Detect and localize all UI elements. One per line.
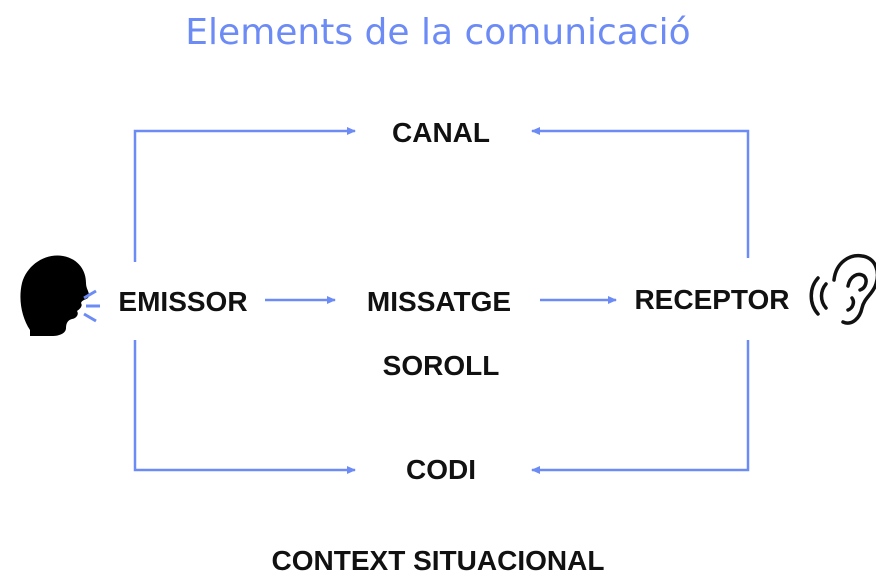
arrow-emissor-canal (133, 127, 356, 262)
arrow-receptor-codi (531, 340, 750, 474)
context-label: CONTEXT SITUACIONAL (271, 545, 605, 576)
node-missatge: MISSATGE (366, 286, 512, 317)
node-codi: CODI (406, 454, 476, 485)
arrow-receptor-canal (531, 127, 750, 258)
node-soroll: SOROLL (382, 350, 500, 381)
node-receptor: RECEPTOR (634, 284, 790, 315)
arrow-emissor-codi (133, 340, 356, 474)
node-emissor: EMISSOR (118, 286, 248, 317)
node-canal: CANAL (392, 117, 490, 148)
diagram-title: Elements de la comunicació (185, 12, 691, 53)
ear-icon (809, 253, 876, 325)
speaking-head-icon (20, 255, 100, 336)
